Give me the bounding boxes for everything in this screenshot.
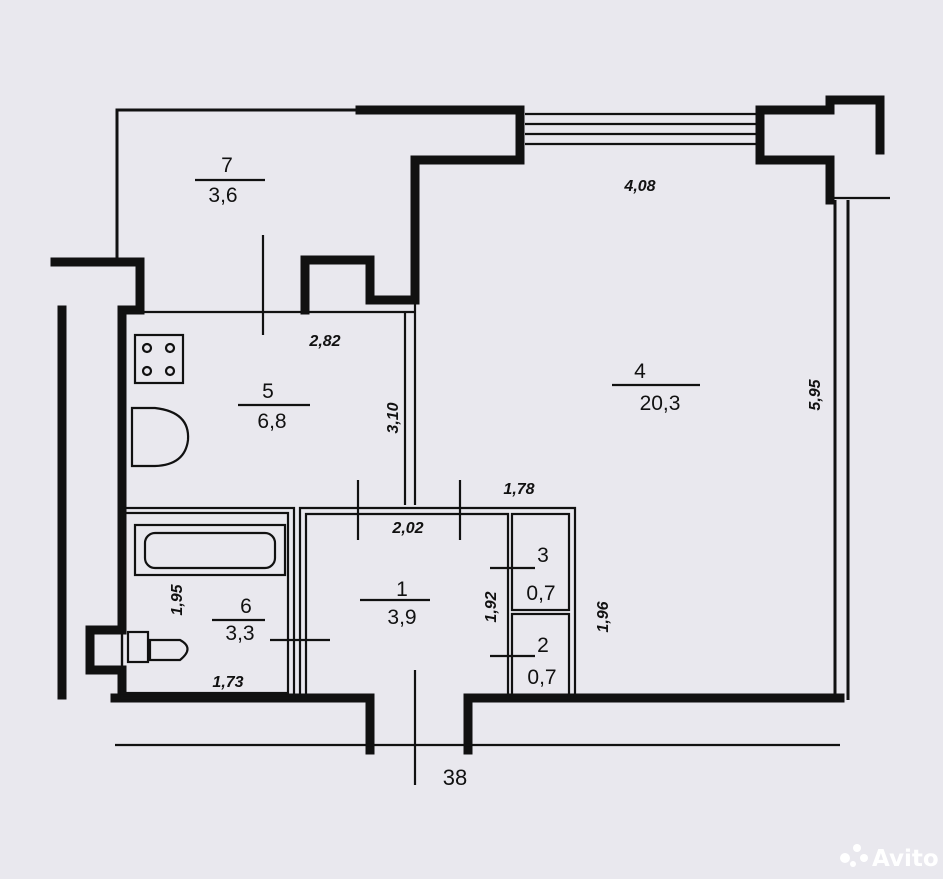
room-5-number: 5 (262, 380, 274, 403)
walls (50, 95, 890, 785)
watermark: Avito (840, 844, 939, 872)
room-6-number: 6 (240, 595, 252, 618)
room-2-number: 2 (537, 634, 549, 657)
dim-closet-total: 1,96 (595, 601, 612, 632)
axis-label: 38 (443, 765, 467, 790)
dim-room4-width: 4,08 (623, 178, 655, 195)
dim-closet-height: 1,92 (483, 591, 500, 622)
room-5-area: 6,8 (257, 410, 286, 433)
room-4-area: 20,3 (640, 392, 681, 415)
room-2-area: 0,7 (527, 666, 556, 689)
room-4-number: 4 (634, 360, 646, 383)
room-1-number: 1 (396, 578, 408, 601)
dim-corridor-right: 1,78 (503, 481, 534, 498)
room-3-number: 3 (537, 544, 549, 567)
dim-bath-width: 1,73 (212, 674, 243, 691)
room-7-number: 7 (221, 154, 233, 177)
watermark-dots-icon (840, 853, 850, 863)
room-1-area: 3,9 (387, 606, 416, 629)
room-3-area: 0,7 (526, 582, 555, 605)
room-7-area: 3,6 (208, 184, 237, 207)
watermark-text: Avito (872, 846, 939, 872)
dim-room5-length: 3,10 (385, 402, 402, 433)
dim-room5-width: 2,82 (308, 333, 340, 350)
dim-room4-length: 5,95 (807, 378, 824, 410)
dim-bath-height: 1,95 (169, 583, 186, 615)
dim-corridor-width: 2,02 (391, 520, 423, 537)
room-6-area: 3,3 (225, 622, 254, 645)
